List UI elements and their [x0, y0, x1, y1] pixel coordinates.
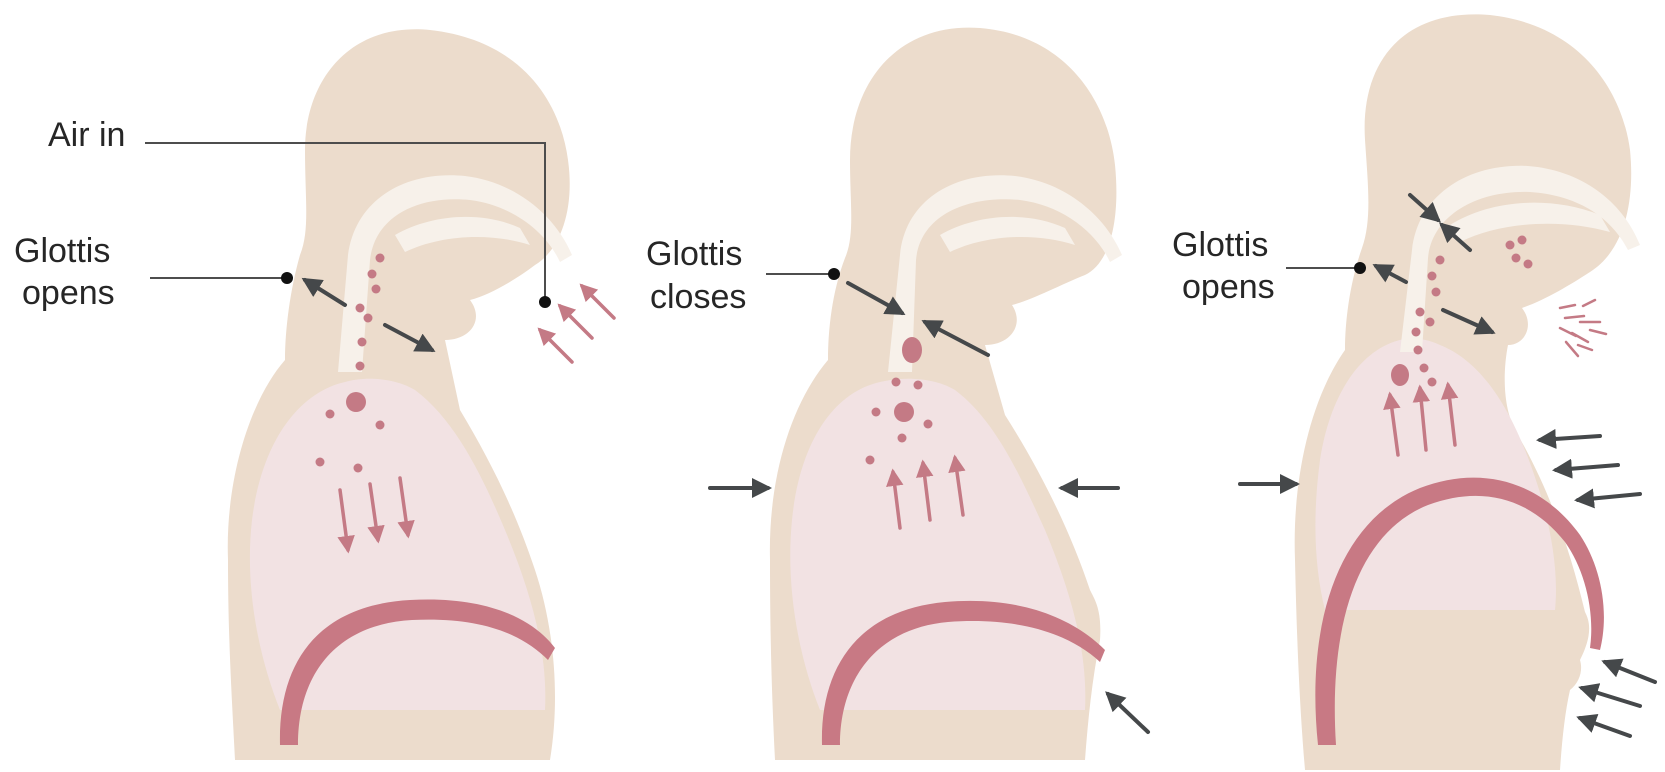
glottis-dot: [281, 272, 293, 284]
air-in-label: Air in: [48, 116, 125, 154]
glottis-label-line1: Glottis: [1172, 226, 1268, 264]
glottis-label-line1: Glottis: [14, 232, 110, 270]
glottis-label-line2: opens: [22, 274, 115, 312]
air-in-dot: [539, 296, 551, 308]
panel-expulsion: Glottis opens: [1172, 14, 1655, 770]
cough-spray: [1560, 300, 1606, 356]
glottis-label-line2: closes: [650, 278, 746, 316]
panel-inhalation: Air in Glottis opens: [14, 29, 614, 760]
lung-area: [250, 379, 545, 710]
glottis-dot: [828, 268, 840, 280]
glottis-label-line1: Glottis: [646, 235, 742, 273]
inhaled-air-arrows: [540, 286, 614, 362]
lung-area: [790, 379, 1085, 710]
glottis-dot: [1354, 262, 1366, 274]
panel-compression: Glottis closes: [646, 28, 1148, 760]
glottis-label-line2: opens: [1182, 268, 1275, 306]
